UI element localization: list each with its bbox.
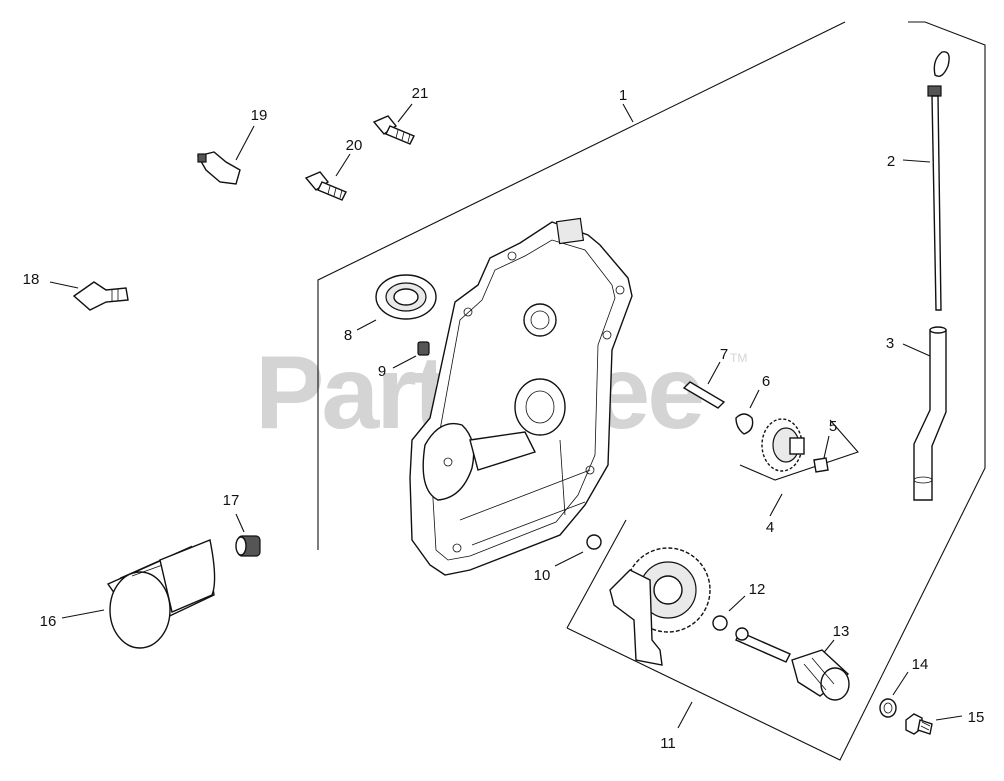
callout-9: 9 bbox=[378, 363, 386, 380]
callout-7: 7 bbox=[720, 346, 728, 363]
callout-14: 14 bbox=[912, 656, 929, 673]
callout-17: 17 bbox=[223, 492, 240, 509]
callout-15: 15 bbox=[968, 709, 985, 726]
callout-1: 1 bbox=[619, 87, 627, 104]
callout-8: 8 bbox=[344, 327, 352, 344]
governor-pin bbox=[813, 457, 829, 473]
oil-pump bbox=[609, 547, 711, 666]
bracket-1-closure-plate bbox=[317, 21, 846, 550]
callout-21: 21 bbox=[412, 85, 429, 102]
oil-seal bbox=[375, 274, 437, 320]
governor-shaft bbox=[682, 381, 726, 409]
oil-pickup bbox=[735, 627, 850, 701]
dowel-pin bbox=[417, 341, 430, 356]
governor-gear bbox=[761, 418, 805, 472]
closure-plate bbox=[409, 217, 633, 576]
callout-5: 5 bbox=[829, 418, 837, 435]
retaining-clip bbox=[735, 413, 754, 435]
watermark-trademark: TM bbox=[730, 351, 747, 365]
callout-10: 10 bbox=[534, 567, 551, 584]
elbow-fitting bbox=[72, 281, 129, 311]
o-ring-12 bbox=[712, 615, 728, 631]
callout-20: 20 bbox=[346, 137, 363, 154]
filter-fitting bbox=[235, 535, 261, 557]
bolt-20 bbox=[304, 171, 347, 201]
callout-6: 6 bbox=[762, 373, 770, 390]
assembly-brackets bbox=[317, 21, 986, 761]
leader-lines bbox=[49, 103, 963, 729]
bracket-11-left bbox=[566, 519, 627, 629]
callout-labels: 1 2 3 4 5 6 7 8 9 10 11 12 13 14 15 16 1… bbox=[23, 85, 985, 752]
oil-filter bbox=[106, 539, 216, 649]
callout-4: 4 bbox=[766, 519, 774, 536]
callout-3: 3 bbox=[886, 335, 894, 352]
drain-plug bbox=[905, 713, 933, 735]
callout-12: 12 bbox=[749, 581, 766, 598]
washer bbox=[879, 698, 897, 718]
bracket-11-and-2 bbox=[566, 21, 986, 761]
dipstick bbox=[927, 51, 950, 311]
callout-2: 2 bbox=[887, 153, 895, 170]
callout-19: 19 bbox=[251, 107, 268, 124]
bolt-21 bbox=[372, 115, 415, 145]
oil-pressure-switch bbox=[196, 151, 241, 185]
o-ring-10 bbox=[586, 534, 602, 550]
callout-18: 18 bbox=[23, 271, 40, 288]
dipstick-tube bbox=[913, 326, 947, 501]
callout-11: 11 bbox=[660, 735, 676, 752]
callout-13: 13 bbox=[833, 623, 850, 640]
callout-16: 16 bbox=[40, 613, 57, 630]
